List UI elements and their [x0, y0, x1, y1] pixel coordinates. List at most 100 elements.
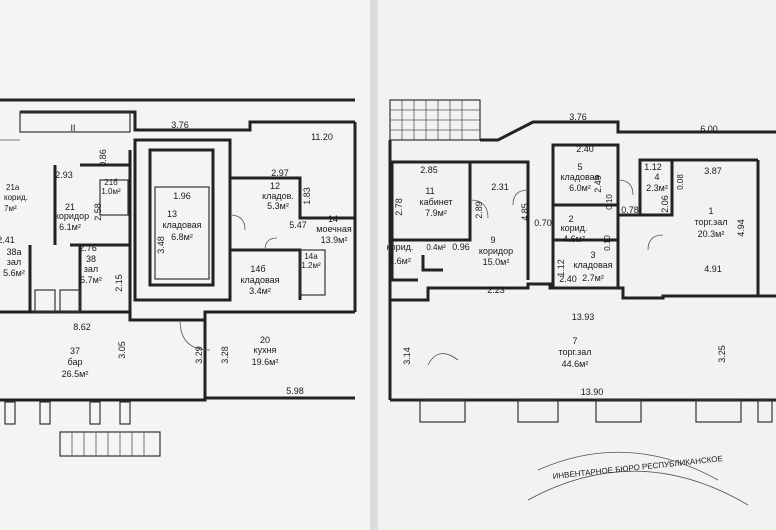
- room-20-num: 20: [260, 335, 270, 345]
- dim-label: 3.05: [117, 341, 127, 359]
- dim-label: 3.25: [717, 345, 727, 363]
- dim-label: 3.48: [156, 236, 166, 254]
- dim-label: 1.12: [556, 259, 566, 277]
- room-12-num: 12: [270, 181, 280, 191]
- room-20-area: 19.6м²: [252, 357, 279, 367]
- room-21-name: коридор: [55, 211, 89, 221]
- dim-label: 4.85: [520, 203, 530, 221]
- stamp: ИНВЕНТАРНОЕ БЮРО РЕСПУБЛИКАНСКОЕ: [527, 451, 749, 506]
- room-37-num: 37: [70, 346, 80, 356]
- room-3-num: 3: [590, 250, 595, 260]
- room-38-name: зал: [84, 264, 98, 274]
- room-2-name: корид.: [561, 223, 588, 233]
- room-14a-num: 14а: [304, 252, 318, 261]
- stair-marker: II: [70, 123, 75, 133]
- dim-label: 2.93: [55, 170, 73, 180]
- room-5-num: 5: [577, 162, 582, 172]
- dim-label: 6.00: [700, 124, 718, 134]
- dim-label: 4.91: [704, 264, 722, 274]
- dim-label: 2.85: [420, 165, 438, 175]
- dim-label: 2.15: [114, 274, 124, 292]
- room-20-name: кухня: [254, 345, 277, 355]
- stamp-text: ИНВЕНТАРНОЕ БЮРО РЕСПУБЛИКАНСКОЕ: [552, 454, 723, 481]
- dim-label: 0.70: [534, 218, 552, 228]
- room-14-num: 14: [328, 214, 338, 224]
- dim-label: 4.94: [736, 219, 746, 237]
- room-21a-area: 7м²: [4, 204, 17, 213]
- dim-label: 3.87: [704, 166, 722, 176]
- dim-label: 1.12: [644, 162, 662, 172]
- room-21b-num: 21б: [104, 178, 118, 187]
- dim-label: 2.89: [474, 201, 484, 219]
- room-37-area: 26.5м²: [62, 369, 89, 379]
- dim-label: 0.10: [603, 235, 612, 251]
- room-2-area: 4.6м²: [563, 234, 585, 244]
- room-21a-num: 21а: [6, 183, 20, 192]
- dim-label: 2.97: [271, 168, 289, 178]
- dim-label: 2.31: [491, 182, 509, 192]
- dim-label: 1.83: [302, 187, 312, 205]
- room-5-area: 6.0м²: [569, 183, 591, 193]
- room-12-name: кладов.: [262, 191, 294, 201]
- room-2-num: 2: [568, 214, 573, 224]
- stair-right: [389, 99, 481, 141]
- room-4-num: 4: [654, 172, 659, 182]
- room-38a-area: 5.6м²: [3, 268, 25, 278]
- dim-label: 0.78: [621, 205, 639, 215]
- room-38-area: 5.7м²: [80, 275, 102, 285]
- room-11-area: 7.9м²: [425, 208, 447, 218]
- dim-label: 2.78: [394, 198, 404, 216]
- room-14-area: 13.9м²: [321, 235, 348, 245]
- dim-label: 11.20: [311, 132, 333, 142]
- dim-label: 1.96: [173, 191, 191, 201]
- room-3-area: 2.7м²: [582, 273, 604, 283]
- dim-label: 3.14: [402, 347, 412, 365]
- room-12-area: 5.3м²: [267, 201, 289, 211]
- room-7-name: торг.зал: [558, 347, 591, 357]
- room-37-name: бар: [68, 357, 83, 367]
- room-3-name: кладовая: [573, 260, 612, 270]
- room-5-name: кладовая: [560, 172, 599, 182]
- dim-label: 2.41: [0, 235, 15, 245]
- room-1-num: 1: [708, 206, 713, 216]
- room-38-num: 38: [86, 254, 96, 264]
- room-21a-name: корид.: [4, 193, 28, 202]
- room-14b-name: кладовая: [240, 275, 279, 285]
- dim-label: 3.76: [569, 112, 587, 122]
- stair-left: [59, 431, 161, 457]
- plan-sheet-right: ИНВЕНТАРНОЕ БЮРО РЕСПУБЛИКАНСКОЕ 11 каби…: [378, 0, 776, 530]
- room-11-name: кабинет: [419, 197, 452, 207]
- room-21-num: 21: [65, 202, 75, 212]
- dim-label: 3.28: [220, 346, 230, 364]
- dim-label: 0.96: [452, 242, 470, 252]
- room-7-area: 44.6м²: [562, 359, 589, 369]
- dim-label: 2.76: [79, 243, 97, 253]
- floor-plan-right: ИНВЕНТАРНОЕ БЮРО РЕСПУБЛИКАНСКОЕ 11 каби…: [387, 99, 776, 506]
- dim-label: 2.23: [487, 285, 505, 295]
- room-1-area: 20.3м²: [698, 229, 725, 239]
- room-10w-area: 0.4м²: [426, 243, 446, 252]
- dim-label: 2.06: [660, 195, 670, 213]
- dim-label: 2.40: [576, 144, 594, 154]
- room-1-name: торг.зал: [694, 217, 727, 227]
- room-13-area: 6.8м²: [171, 232, 193, 242]
- dim-label: 0.86: [98, 149, 108, 167]
- room-7-num: 7: [572, 336, 577, 346]
- room-21b-area: 1.0м²: [101, 187, 121, 196]
- room-11-num: 11: [425, 186, 434, 196]
- room-9-num: 9: [490, 235, 495, 245]
- dim-label: 2.40: [559, 274, 577, 284]
- dim-label: 2.58: [93, 203, 103, 221]
- room-9-name: коридор: [479, 246, 513, 256]
- room-14b-num: 14б: [250, 264, 265, 274]
- room-4-area: 2.3м²: [646, 183, 668, 193]
- room-14-name: моечная: [316, 224, 352, 234]
- dim-label: 3.29: [194, 346, 204, 364]
- room-21-area: 6.1м²: [59, 222, 81, 232]
- room-38a-name: зал: [7, 257, 21, 267]
- room-13-name: кладовая: [162, 220, 201, 230]
- room-9-area: 15.0м²: [483, 257, 510, 267]
- dim-label: 5.47: [289, 220, 307, 230]
- plan-sheet-left: 13 кладовая 6.8м² 12 кладов. 5.3м² 14 мо…: [0, 0, 370, 530]
- dim-label: 0.10: [605, 194, 614, 210]
